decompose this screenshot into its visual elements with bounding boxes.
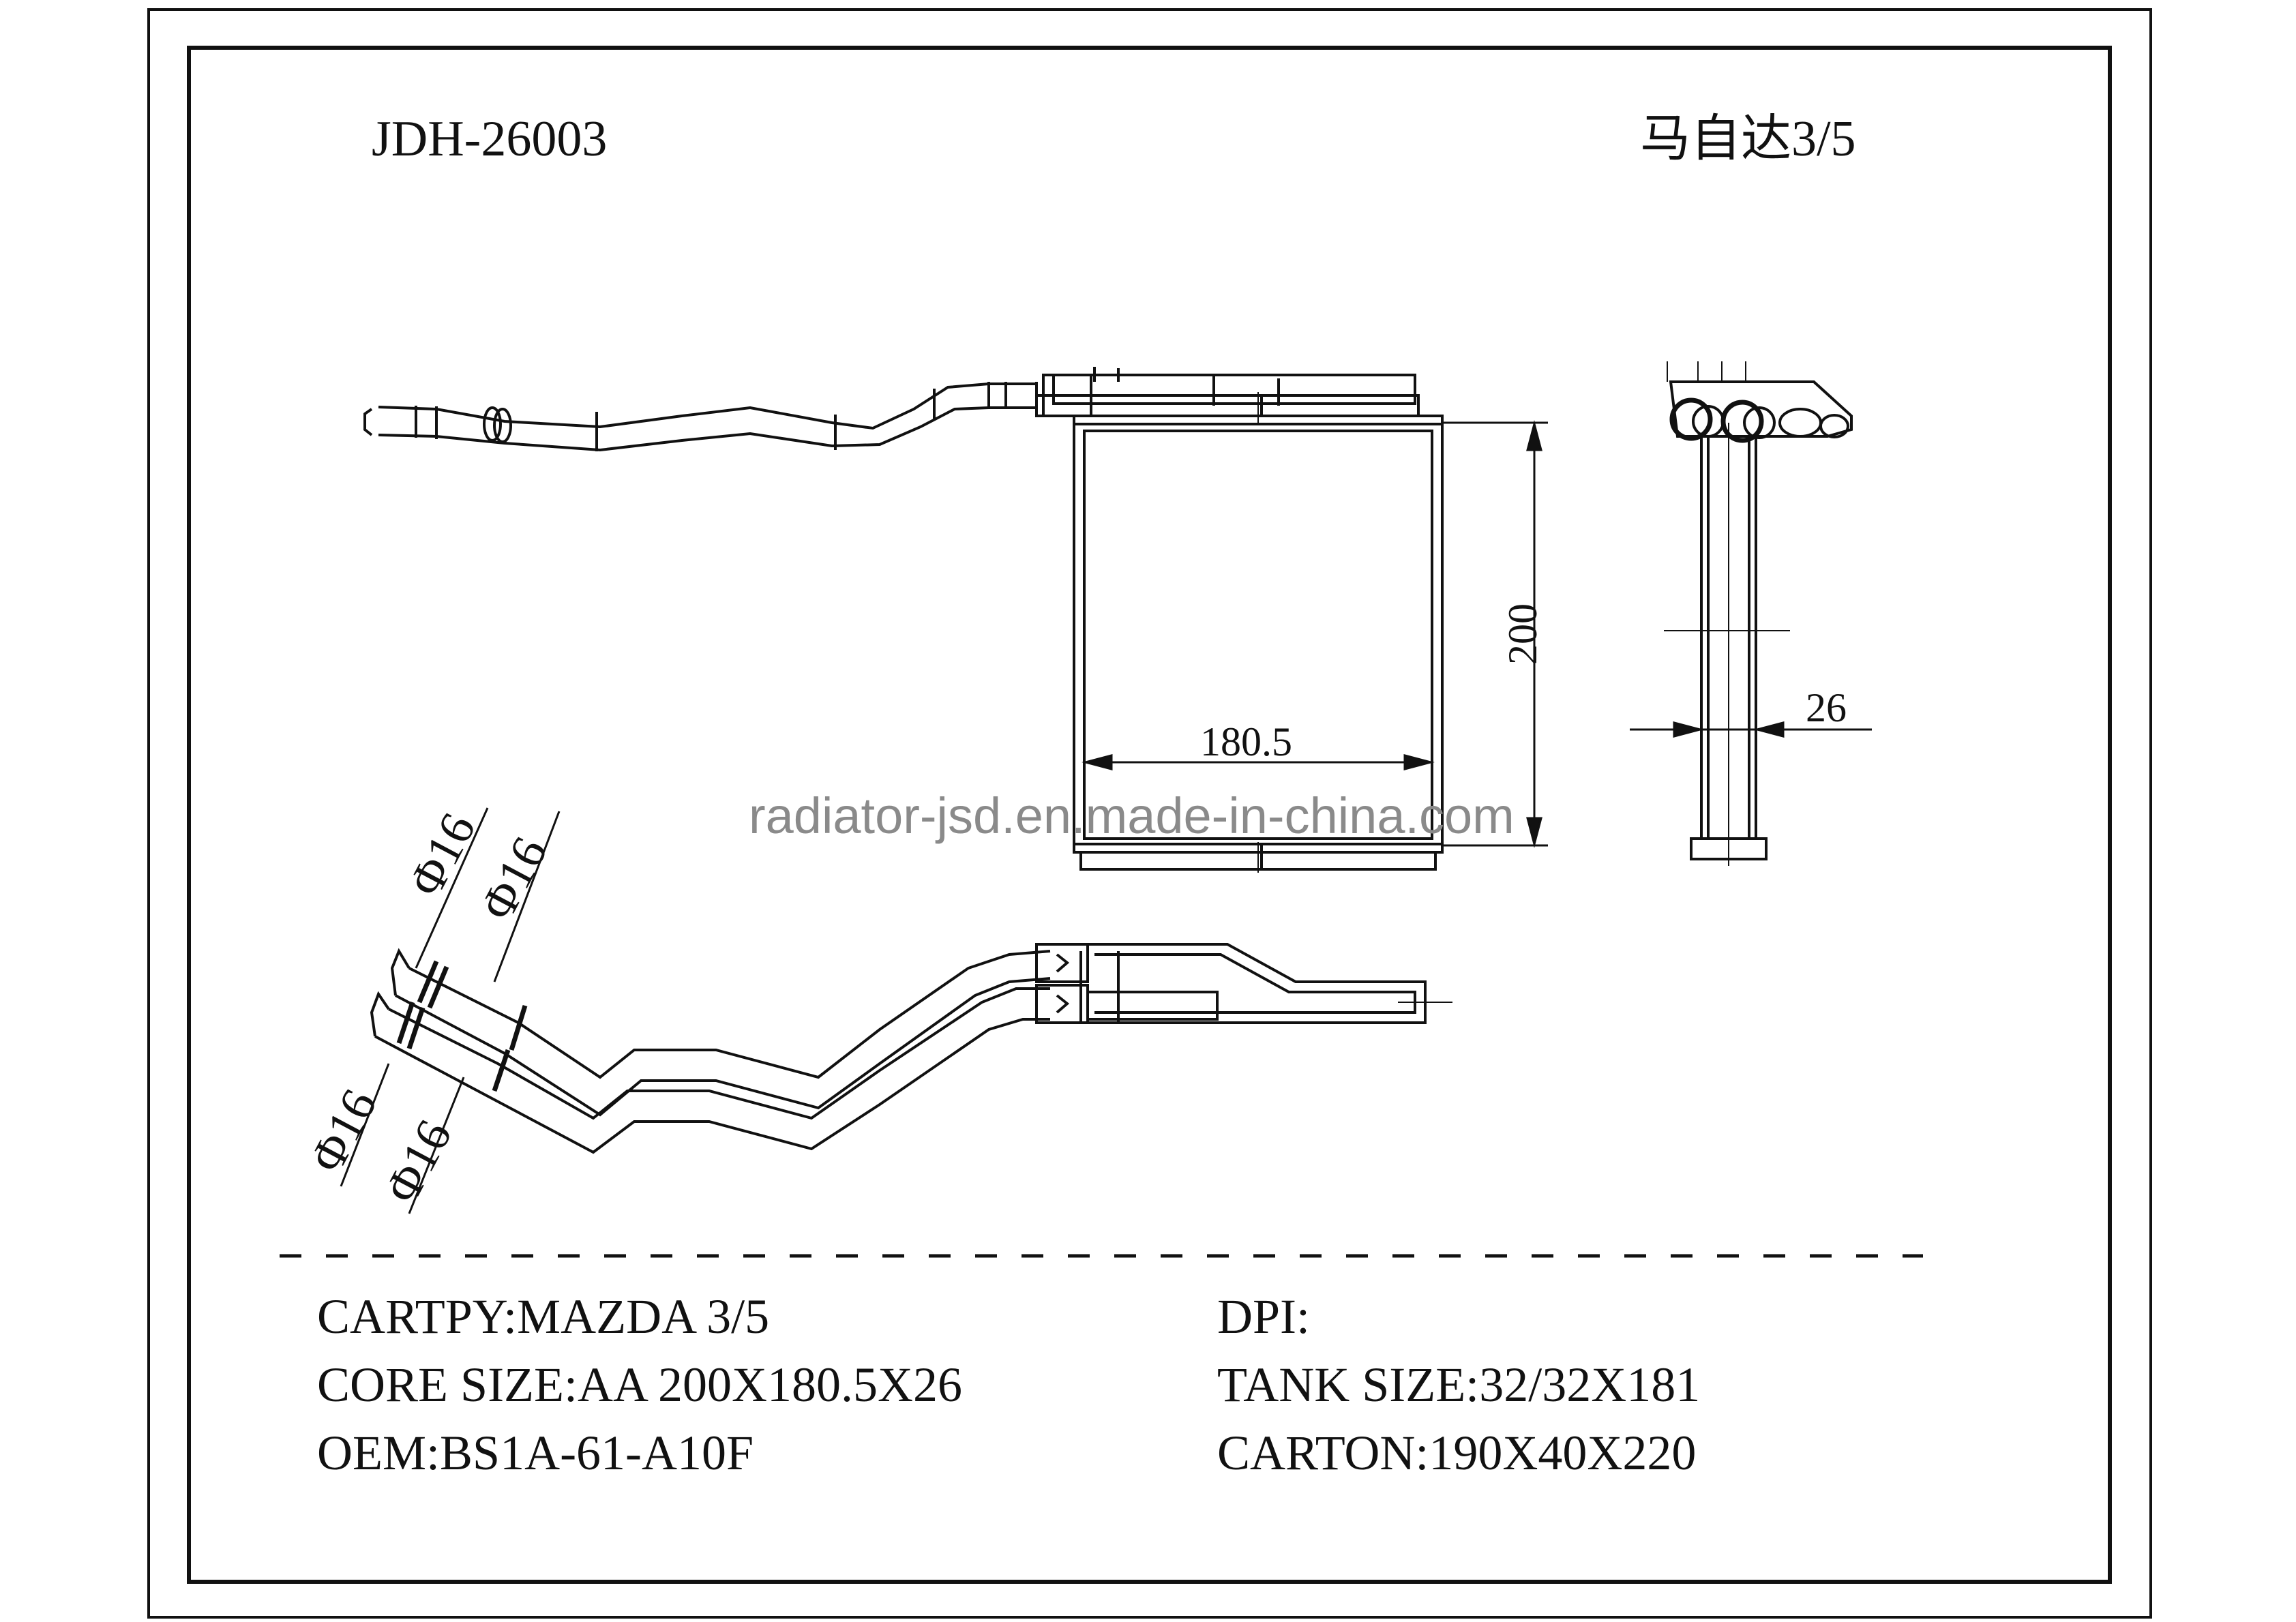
spec-dpi: DPI:: [1217, 1289, 1310, 1344]
width-value: 180.5: [1200, 719, 1292, 764]
top-view-pipe: [363, 382, 1038, 452]
thickness-value: 26: [1806, 685, 1847, 730]
diameter-leaders: [340, 807, 561, 1214]
part-number: JDH-26003: [372, 111, 607, 167]
spec-tank-size: TANK SIZE:32/32X181: [1217, 1357, 1700, 1412]
pipe-diameter-3: Φ16: [299, 1081, 387, 1182]
side-view: [1664, 361, 1853, 866]
watermark: radiator-jsd.en.made-in-china.com: [749, 787, 1515, 844]
spec-core-size: CORE SIZE:AA 200X180.5X26: [317, 1357, 962, 1412]
spec-carton: CARTON:190X40X220: [1217, 1426, 1696, 1480]
top-view-tank: [1035, 367, 1420, 417]
height-value: 200: [1500, 603, 1545, 665]
front-view-core: [1073, 392, 1444, 873]
outer-frame: [147, 8, 2152, 1619]
dimension-thickness: [1630, 721, 1872, 738]
dimension-height: [1442, 420, 1548, 848]
inner-frame: [187, 46, 2112, 1584]
spec-oem: OEM:BS1A-61-A10F: [317, 1426, 754, 1480]
pipe-diameter-4: Φ16: [374, 1111, 462, 1212]
spec-cartpy: CARTPY:MAZDA 3/5: [317, 1289, 769, 1344]
pipe-diameter-1: Φ16: [398, 805, 486, 905]
dimension-width: [1082, 754, 1435, 770]
bottom-view-pipes: [370, 943, 1452, 1154]
pipe-diameter-2: Φ16: [469, 828, 557, 929]
model-title: 马自达3/5: [1640, 111, 1856, 167]
